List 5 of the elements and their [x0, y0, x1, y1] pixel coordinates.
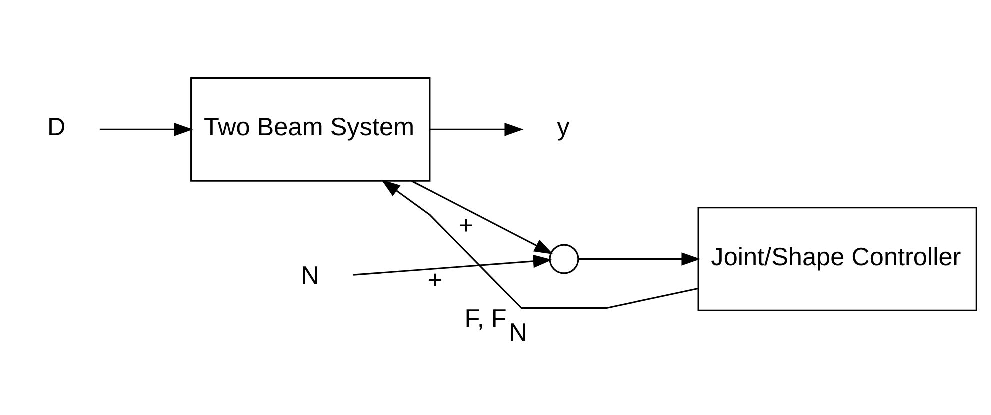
node-text: N [301, 262, 320, 290]
edge-label: + [458, 212, 474, 240]
node-text: y [557, 114, 570, 142]
edge-label: + [428, 266, 443, 294]
node-text: D [48, 114, 66, 142]
